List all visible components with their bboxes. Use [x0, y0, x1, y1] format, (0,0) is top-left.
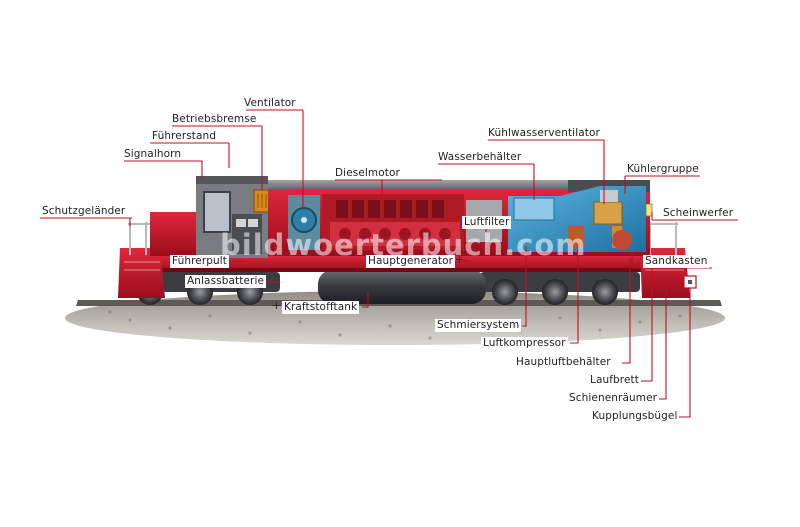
rear-bogie: [480, 272, 640, 305]
label-anlassbatterie: Anlassbatterie: [185, 275, 267, 288]
label-fuehrerpult: Führerpult: [170, 255, 229, 268]
label-laufbrett: Laufbrett: [588, 374, 641, 387]
label-schmiersystem: Schmiersystem: [435, 319, 522, 332]
label-hauptgenerator: Hauptgenerator: [366, 255, 456, 268]
water-tank: [513, 197, 555, 221]
label-wasserbehaelter: Wasserbehälter: [438, 151, 522, 163]
label-kraftstofftank: Kraftstofftank: [282, 301, 360, 314]
plus-hauptgenerator: +: [455, 254, 464, 266]
front-pilot: [118, 248, 165, 298]
label-kuehlergruppe: Kühlergruppe: [627, 163, 699, 175]
leader-lines: [40, 109, 738, 418]
plus-kraftstofftank: +: [272, 300, 281, 312]
label-kupplungsbuegel: Kupplungsbügel: [590, 410, 680, 423]
label-hauptluftbehaelter: Hauptluftbehälter: [514, 356, 613, 369]
fuel-tank: [318, 270, 486, 304]
label-betriebsbremse: Betriebsbremse: [172, 113, 257, 125]
headlight: [645, 203, 653, 217]
cooling-fan: [593, 201, 623, 225]
label-schutzgelaender: Schutzgeländer: [42, 205, 126, 217]
label-luftfilter: Luftfilter: [462, 216, 512, 229]
label-kuehlwasserventilator: Kühlwasserventilator: [488, 127, 600, 139]
label-sandkasten: Sandkasten: [643, 255, 710, 268]
nose-hood: [150, 212, 198, 256]
label-scheinwerfer: Scheinwerfer: [663, 207, 734, 219]
label-fuehrerstand: Führerstand: [152, 130, 217, 142]
label-luftkompressor: Luftkompressor: [481, 337, 568, 350]
cab-window: [203, 191, 231, 233]
label-signalhorn: Signalhorn: [124, 148, 182, 160]
label-schienenraeumer: Schienenräumer: [567, 392, 660, 405]
label-ventilator: Ventilator: [244, 97, 296, 109]
roof: [268, 180, 650, 190]
label-dieselmotor: Dieselmotor: [335, 167, 400, 179]
